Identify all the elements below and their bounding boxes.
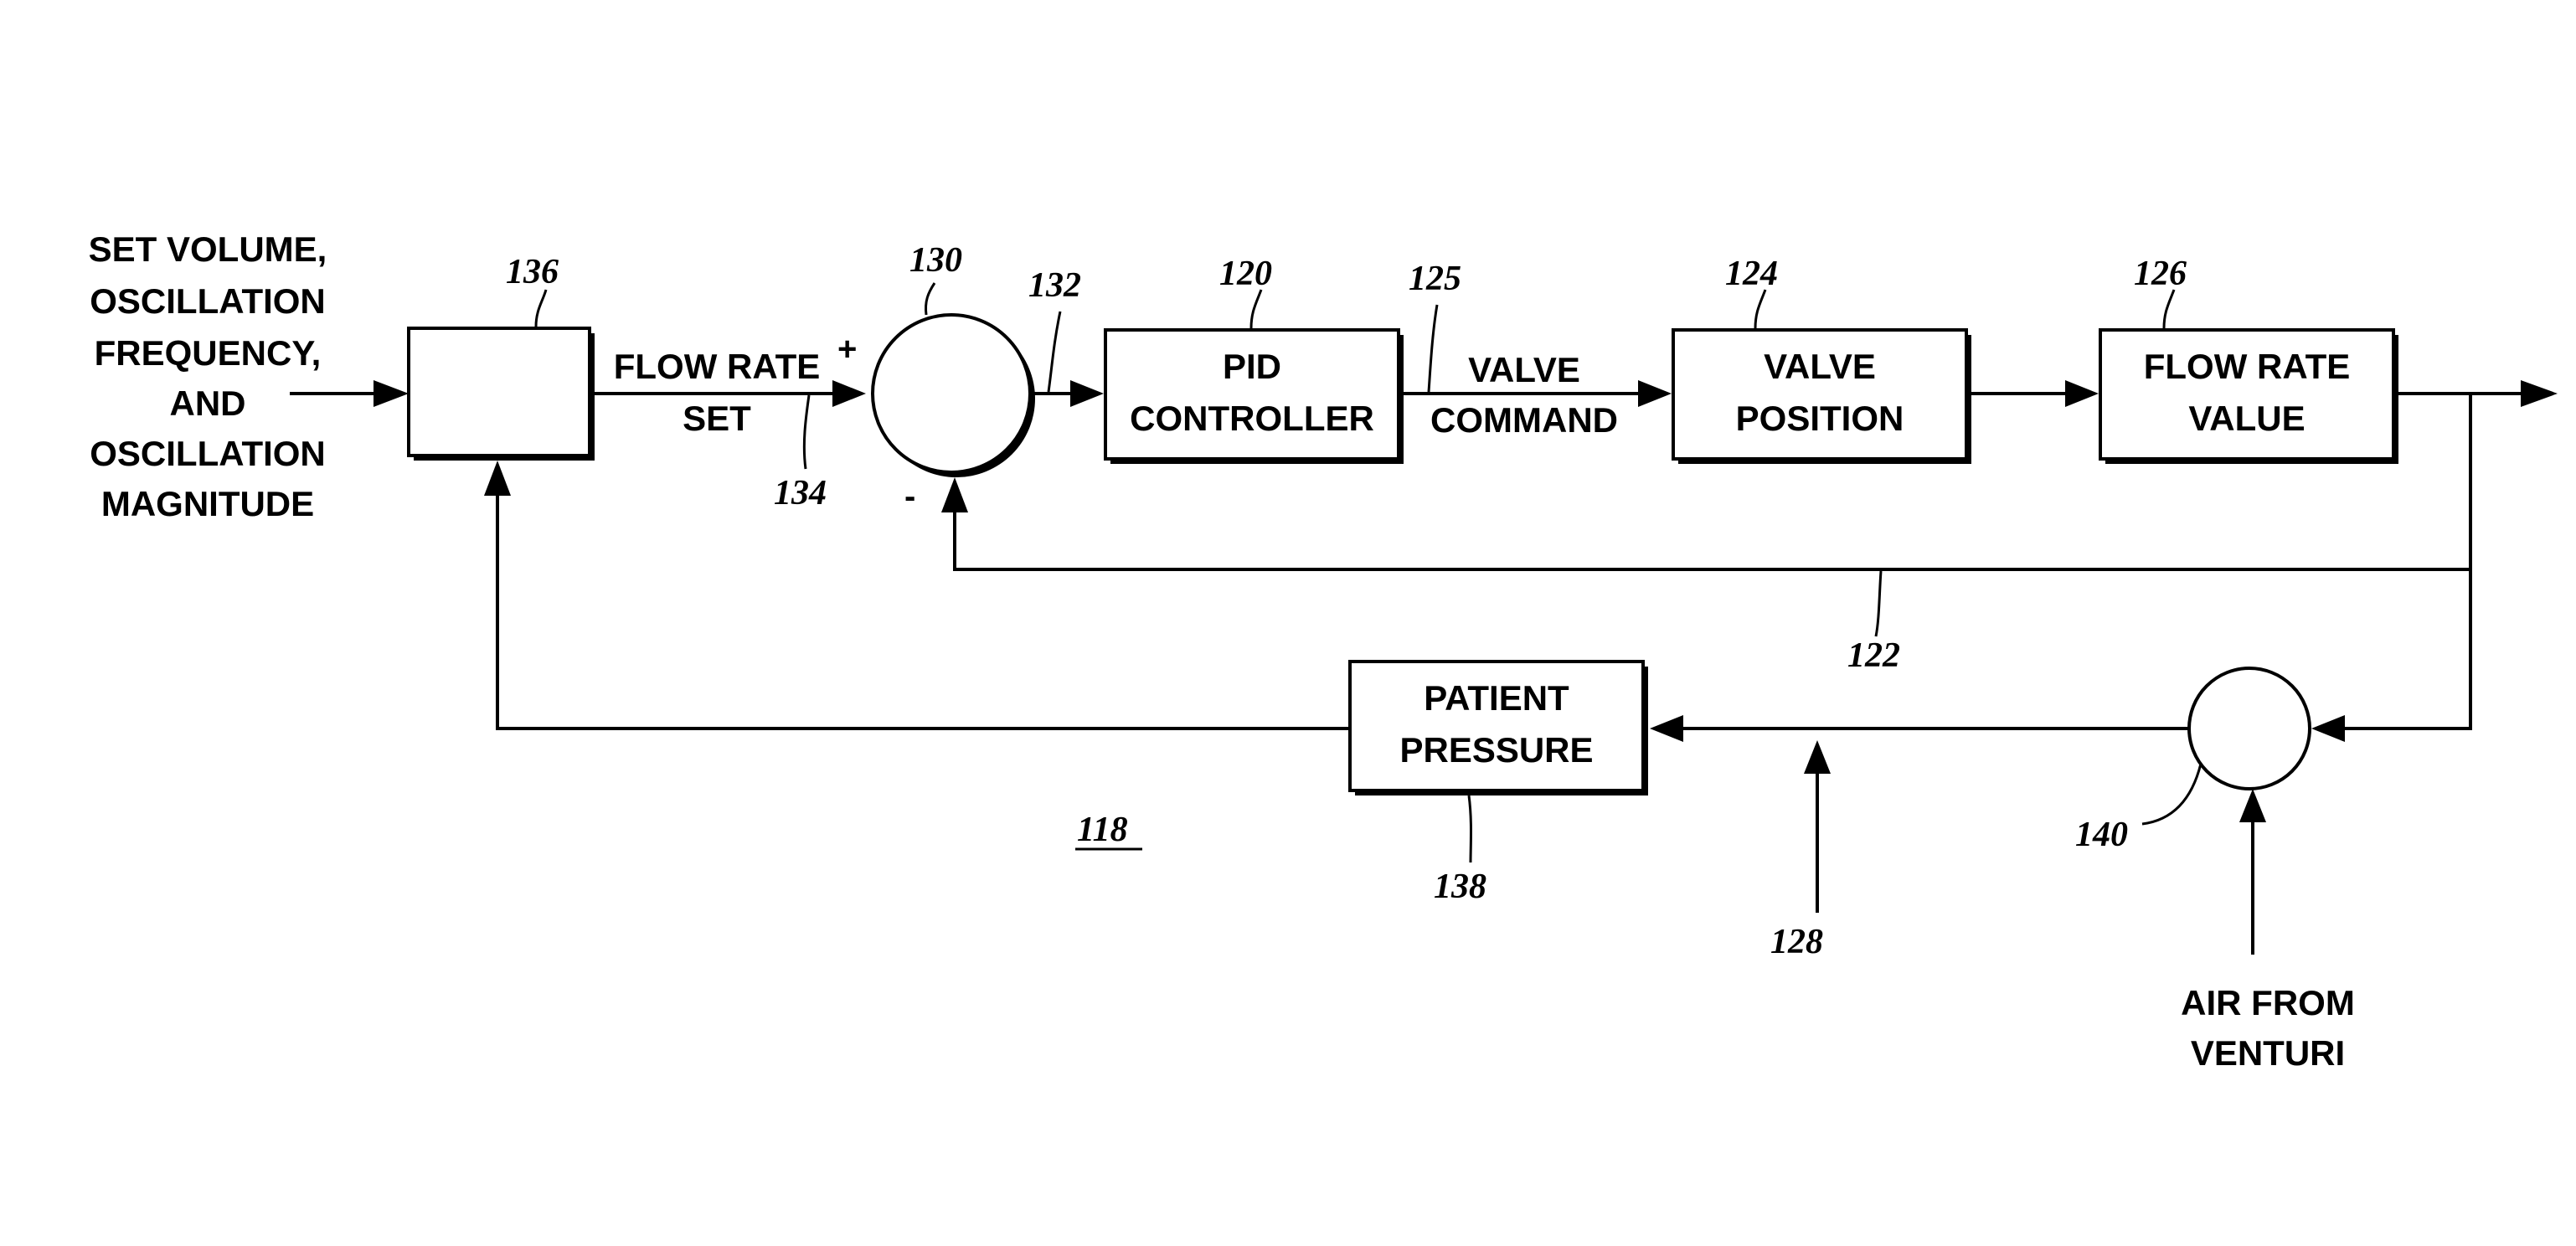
air-from-venturi-label-line-2: VENTURI bbox=[2191, 1033, 2345, 1073]
sum-output-ref-lead bbox=[1048, 312, 1060, 392]
pid-controller-label-line-1: PID bbox=[1223, 347, 1281, 386]
flow-rate-set-ref: 134 bbox=[774, 474, 827, 512]
flow-rate-value-ref-lead bbox=[2164, 290, 2174, 328]
flow-rate-set-arrow-head bbox=[832, 380, 866, 407]
pid-controller-ref: 120 bbox=[1219, 255, 1272, 293]
valve-command-ref-lead bbox=[1429, 305, 1437, 392]
input-label-line-1: SET VOLUME, bbox=[89, 229, 327, 269]
setpoint-block-ref: 136 bbox=[506, 253, 559, 291]
venturi-input-arrow-head bbox=[2239, 789, 2266, 822]
valve-to-flow-arrow-head bbox=[2065, 380, 2099, 407]
flow-rate-set-ref-lead bbox=[804, 395, 809, 469]
summing-junction-circle bbox=[873, 315, 1030, 472]
input-label: SET VOLUME, OSCILLATION FREQUENCY, AND O… bbox=[89, 229, 327, 523]
figure-ref: 118 bbox=[1077, 811, 1128, 849]
patient-pressure-block: PATIENT PRESSURE bbox=[1350, 662, 1648, 795]
input-label-line-5: OSCILLATION bbox=[90, 434, 326, 473]
mixing-junction-circle bbox=[2189, 668, 2310, 789]
sum-minus-sign: - bbox=[904, 478, 915, 515]
input-label-line-2: OSCILLATION bbox=[90, 281, 326, 321]
patient-pressure-ref: 138 bbox=[1434, 868, 1486, 906]
feedback-ref: 122 bbox=[1847, 636, 1900, 675]
pressure-line-ref: 128 bbox=[1770, 923, 1823, 961]
input-label-line-6: MAGNITUDE bbox=[101, 484, 314, 523]
summing-junction-ref: 130 bbox=[909, 241, 962, 280]
sum-plus-sign: + bbox=[837, 331, 857, 368]
pressure-feedback-arrow-head bbox=[484, 461, 511, 496]
valve-command-arrow-head bbox=[1638, 380, 1672, 407]
input-label-line-4: AND bbox=[170, 384, 246, 423]
pressure-ref-pointer-head bbox=[1804, 740, 1831, 774]
summing-junction bbox=[873, 315, 1035, 477]
flow-rate-value-label-line-1: FLOW RATE bbox=[2144, 347, 2351, 386]
branch-to-mixer-arrow-head bbox=[2311, 715, 2345, 742]
flow-rate-set-label-line-1: FLOW RATE bbox=[614, 347, 821, 386]
flow-rate-value-block: FLOW RATE VALUE bbox=[2100, 330, 2398, 464]
valve-position-label-line-2: POSITION bbox=[1736, 399, 1904, 438]
pressure-feedback-line bbox=[497, 494, 1350, 729]
air-from-venturi-label-line-1: AIR FROM bbox=[2181, 983, 2355, 1022]
flow-rate-set-label-line-2: SET bbox=[683, 399, 751, 438]
pressure-arrow-head bbox=[1650, 715, 1683, 742]
patient-pressure-label-line-1: PATIENT bbox=[1424, 678, 1569, 718]
valve-position-block: VALVE POSITION bbox=[1673, 330, 1971, 464]
valve-position-ref-lead bbox=[1755, 290, 1765, 328]
setpoint-block-box bbox=[409, 328, 590, 456]
summing-junction-ref-lead bbox=[925, 283, 935, 315]
patient-pressure-ref-lead bbox=[1469, 795, 1471, 862]
sum-output-ref: 132 bbox=[1028, 266, 1081, 305]
patient-pressure-label-line-2: PRESSURE bbox=[1399, 730, 1593, 770]
input-label-line-3: FREQUENCY, bbox=[95, 333, 322, 373]
valve-command-label-line-2: COMMAND bbox=[1430, 400, 1618, 440]
mixing-junction-ref-lead bbox=[2142, 764, 2201, 824]
mixing-junction-ref: 140 bbox=[2075, 816, 2128, 854]
input-arrow-head bbox=[374, 380, 409, 407]
pid-controller-label-line-2: CONTROLLER bbox=[1130, 399, 1374, 438]
valve-position-ref: 124 bbox=[1725, 255, 1778, 293]
flow-rate-value-label-line-2: VALUE bbox=[2188, 399, 2305, 438]
output-arrow-head bbox=[2521, 380, 2558, 407]
branch-to-mixer-line bbox=[2345, 569, 2470, 729]
pid-controller-block: PID CONTROLLER bbox=[1105, 330, 1404, 464]
flow-rate-value-ref: 126 bbox=[2134, 255, 2187, 293]
valve-command-label-line-1: VALVE bbox=[1468, 350, 1580, 389]
valve-command-ref: 125 bbox=[1409, 260, 1461, 298]
sum-output-arrow-head bbox=[1070, 380, 1104, 407]
feedback-ref-lead bbox=[1876, 571, 1881, 636]
valve-position-label-line-1: VALVE bbox=[1764, 347, 1876, 386]
setpoint-block bbox=[409, 328, 595, 461]
pid-controller-ref-lead bbox=[1251, 290, 1261, 328]
feedback-arrow-head bbox=[941, 477, 968, 512]
setpoint-block-ref-lead bbox=[536, 290, 546, 327]
